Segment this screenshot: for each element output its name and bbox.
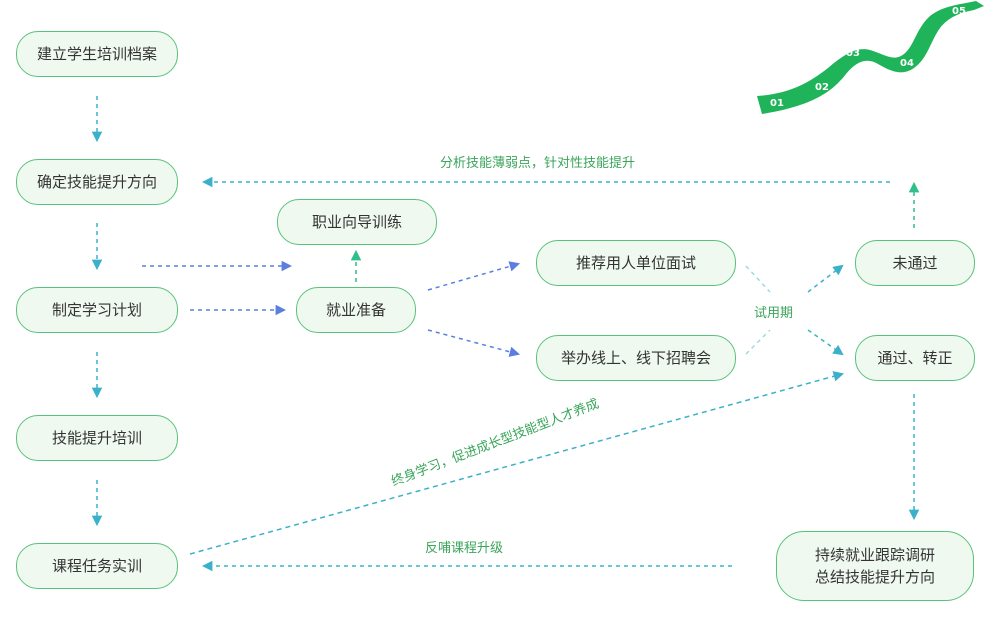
road-marker-03: 03 bbox=[846, 48, 860, 59]
label-feedback: 反哺课程升级 bbox=[425, 541, 504, 556]
node-skill-training: 技能提升培训 bbox=[16, 415, 178, 461]
node-skill-direction: 确定技能提升方向 bbox=[16, 159, 178, 205]
arrow-probation-passed bbox=[807, 329, 844, 356]
line-jobfair-probation bbox=[745, 329, 771, 355]
continuous-line-1: 持续就业跟踪调研 bbox=[814, 545, 935, 564]
continuous-line-2: 总结技能提升方向 bbox=[814, 568, 935, 586]
road-marker-04: 04 bbox=[900, 58, 914, 69]
road-graphic: 01 02 03 04 05 bbox=[757, 1, 984, 114]
node-continuous-tracking: 持续就业跟踪调研 总结技能提升方向 bbox=[776, 531, 974, 601]
node-career-guide: 职业向导训练 bbox=[277, 199, 437, 245]
node-passed: 通过、转正 bbox=[855, 335, 975, 381]
line-recommend-probation bbox=[745, 265, 771, 293]
arrow-lifelong bbox=[189, 371, 845, 555]
node-recommend-interview: 推荐用人单位面试 bbox=[536, 240, 736, 286]
road-marker-05: 05 bbox=[952, 6, 966, 17]
node-not-passed: 未通过 bbox=[855, 240, 975, 286]
node-job-prep: 就业准备 bbox=[296, 287, 416, 333]
arrow-job-prep-job-fair bbox=[427, 329, 521, 357]
node-study-plan: 制定学习计划 bbox=[16, 287, 178, 333]
arrow-job-prep-recommend bbox=[427, 261, 521, 291]
arrow-probation-not-passed bbox=[807, 264, 844, 293]
label-analyze-weakness: 分析技能薄弱点，针对性技能提升 bbox=[440, 156, 636, 171]
node-student-archive: 建立学生培训档案 bbox=[16, 31, 178, 77]
road-marker-01: 01 bbox=[770, 98, 784, 109]
road-marker-02: 02 bbox=[815, 82, 829, 93]
node-course-practice: 课程任务实训 bbox=[16, 543, 178, 589]
node-job-fair: 举办线上、线下招聘会 bbox=[536, 335, 736, 381]
label-probation: 试用期 bbox=[754, 306, 794, 321]
